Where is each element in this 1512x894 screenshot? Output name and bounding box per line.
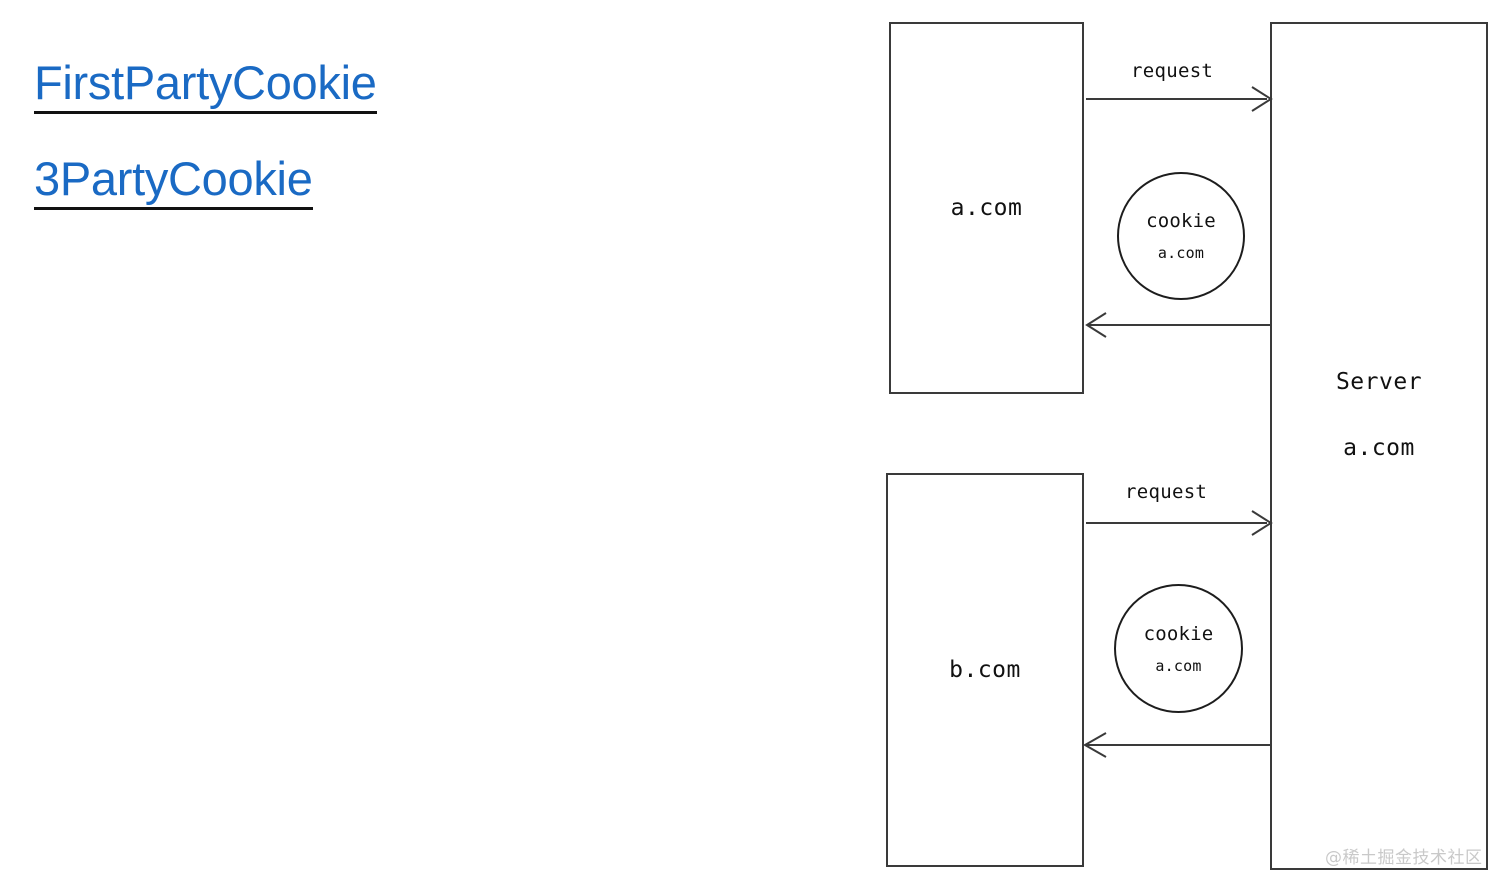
- server-box-title: Server: [1335, 369, 1423, 395]
- cookie-badge-first-party-domain: a.com: [1157, 244, 1205, 262]
- client-box-a-com: a.com: [889, 22, 1084, 394]
- cookie-badge-third-party-title: cookie: [1143, 622, 1214, 645]
- client-box-b-com-label: b.com: [949, 657, 1021, 683]
- request-label-third-party: request: [1125, 481, 1208, 503]
- response-arrow-third-party: [1082, 732, 1272, 758]
- link-third-party-cookie[interactable]: 3PartyCookie: [34, 153, 313, 210]
- request-arrow-third-party: [1086, 510, 1273, 536]
- server-box-content: Server a.com: [1336, 369, 1422, 461]
- cookie-badge-third-party-domain: a.com: [1155, 656, 1202, 675]
- cookie-badge-first-party-title: cookie: [1146, 210, 1216, 232]
- request-arrow-first-party: [1086, 86, 1273, 112]
- client-box-b-com: b.com: [886, 473, 1084, 867]
- client-box-a-com-label: a.com: [950, 195, 1023, 221]
- response-arrow-first-party: [1085, 312, 1272, 338]
- server-box-domain: a.com: [1343, 435, 1415, 461]
- link-first-party-cookie[interactable]: FirstPartyCookie: [34, 58, 377, 114]
- server-box: Server a.com: [1270, 22, 1488, 870]
- watermark: @稀土掘金技术社区: [1325, 848, 1483, 868]
- request-label-first-party: request: [1131, 60, 1214, 82]
- cookie-badge-first-party: cookie a.com: [1117, 172, 1245, 300]
- link-list: FirstPartyCookie 3PartyCookie: [34, 58, 554, 250]
- cookie-badge-third-party: cookie a.com: [1114, 584, 1243, 713]
